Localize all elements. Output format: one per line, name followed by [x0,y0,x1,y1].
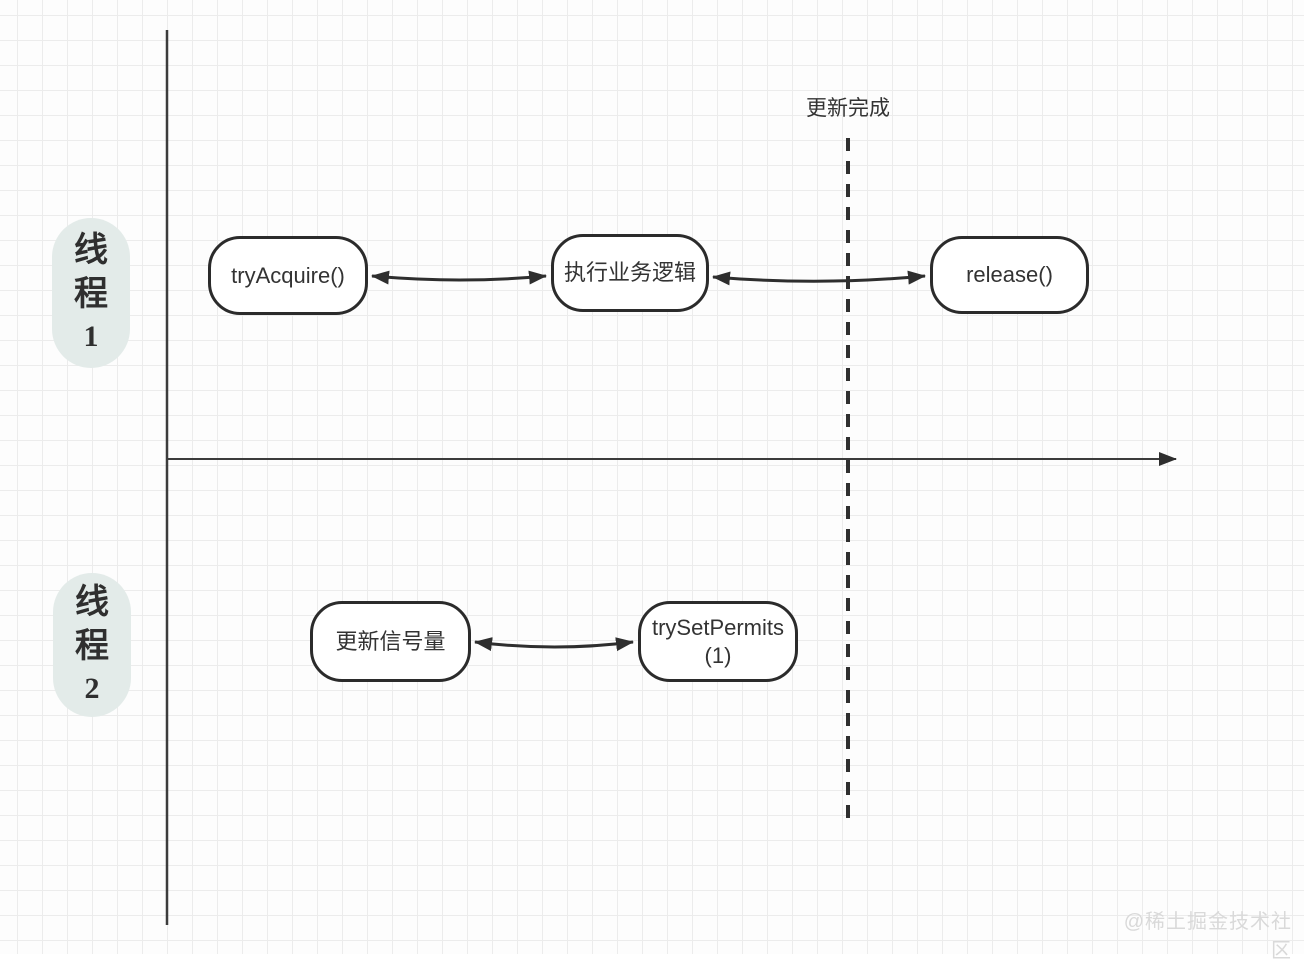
thread-1-number: 1 [83,320,99,353]
thread-2-number: 2 [84,672,100,705]
connector-tryacquire-business [371,270,547,285]
update-complete-label: 更新完成 [806,97,890,120]
node-try-acquire: tryAcquire() [208,236,368,315]
thread-2-char-1: 线 [75,584,109,621]
thread-2-char-2: 程 [75,628,109,665]
node-update-semaphore: 更新信号量 [310,601,471,682]
connector-updatesem-trysetpermits [474,637,634,652]
node-try-set-permits: trySetPermits(1) [638,601,798,682]
thread-1-label-pill: 线 程 1 [52,218,130,368]
connector-business-release [712,270,926,286]
thread-2-label-pill: 线 程 2 [53,573,131,717]
node-business-logic: 执行业务逻辑 [551,234,709,312]
watermark-text: @稀土掘金技术社区 [1123,911,1292,962]
node-release: release() [930,236,1089,314]
thread-1-char-2: 程 [74,276,108,313]
thread-1-char-1: 线 [74,232,108,269]
